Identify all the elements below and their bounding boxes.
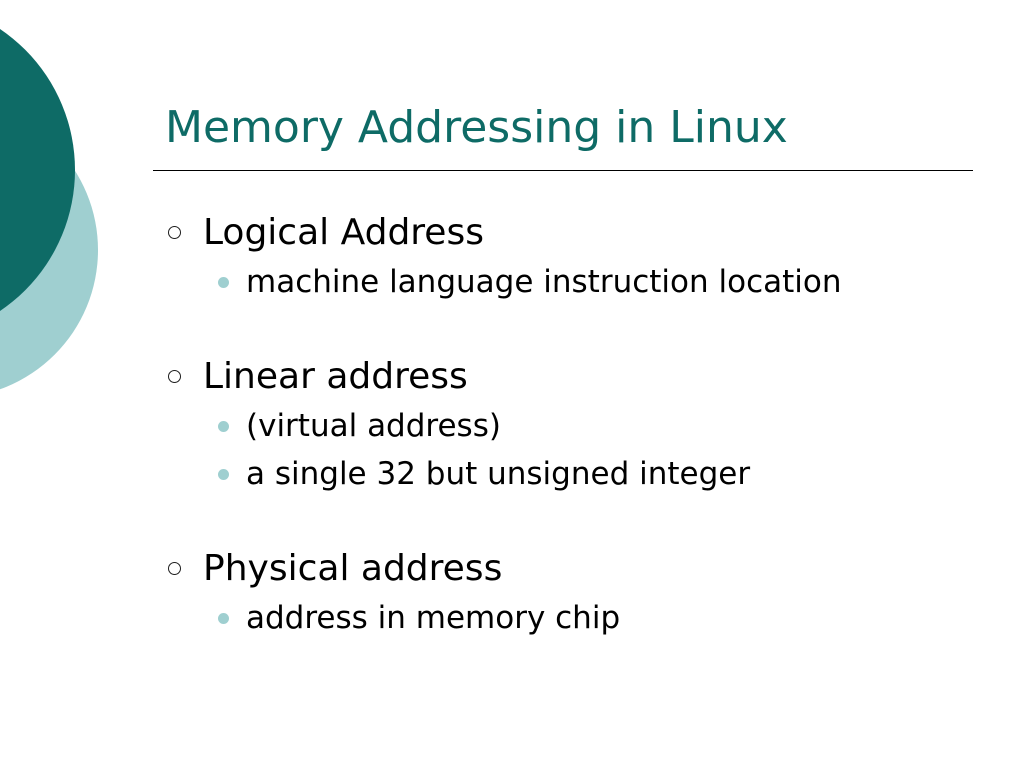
hollow-ring-icon bbox=[168, 369, 181, 383]
bullet-item-logical-address: Logical Address machine language instruc… bbox=[165, 206, 995, 306]
bullet-head: Logical Address bbox=[165, 206, 995, 258]
bullet-item-linear-address: Linear address (virtual address) a singl… bbox=[165, 350, 995, 498]
bullet-label: Logical Address bbox=[203, 211, 484, 253]
sub-bullet-label: address in memory chip bbox=[246, 600, 621, 636]
bullet-item-physical-address: Physical address address in memory chip bbox=[165, 542, 995, 642]
dark-teal-circle bbox=[0, 29, 75, 311]
bullet-label: Physical address bbox=[203, 547, 503, 589]
sub-bullet-item: (virtual address) bbox=[165, 402, 995, 450]
hollow-ring-icon bbox=[168, 225, 181, 239]
filled-dot-icon bbox=[218, 612, 229, 624]
filled-dot-icon bbox=[218, 468, 229, 480]
sub-bullet-list: (virtual address) a single 32 but unsign… bbox=[165, 402, 995, 498]
bullet-label: Linear address bbox=[203, 355, 468, 397]
bullet-head: Linear address bbox=[165, 350, 995, 402]
title-divider bbox=[153, 170, 973, 171]
sub-bullet-label: a single 32 but unsigned integer bbox=[246, 456, 751, 492]
bullet-list: Logical Address machine language instruc… bbox=[165, 206, 995, 686]
bullet-head: Physical address bbox=[165, 542, 995, 594]
sub-bullet-label: machine language instruction location bbox=[246, 264, 842, 300]
sub-bullet-item: address in memory chip bbox=[165, 594, 995, 642]
sub-bullet-list: address in memory chip bbox=[165, 594, 995, 642]
slide-title: Memory Addressing in Linux bbox=[165, 102, 788, 153]
sub-bullet-item: a single 32 but unsigned integer bbox=[165, 450, 995, 498]
filled-dot-icon bbox=[218, 420, 229, 432]
filled-dot-icon bbox=[218, 276, 229, 288]
sub-bullet-list: machine language instruction location bbox=[165, 258, 995, 306]
sub-bullet-label: (virtual address) bbox=[246, 408, 501, 444]
decorative-circles bbox=[0, 29, 98, 390]
sub-bullet-item: machine language instruction location bbox=[165, 258, 995, 306]
hollow-ring-icon bbox=[168, 561, 181, 575]
